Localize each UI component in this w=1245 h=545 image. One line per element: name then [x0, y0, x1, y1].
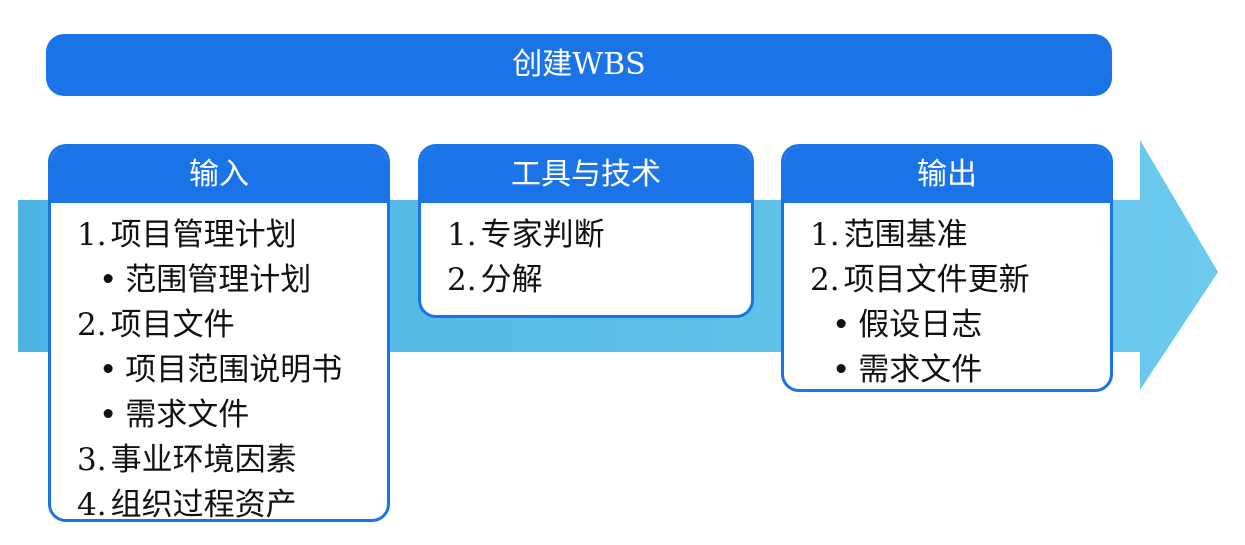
bullet-icon: • — [832, 307, 851, 343]
bullet-icon: • — [99, 397, 118, 433]
item-number: 2. — [77, 307, 107, 343]
process-title: 创建WBS — [46, 34, 1112, 96]
sub-item: •需求文件 — [810, 348, 1110, 389]
list-item: 4.组织过程资产 — [77, 483, 387, 522]
tools-header: 工具与技术 — [421, 147, 751, 203]
item-number: 1. — [447, 217, 477, 253]
sub-item-text: 需求文件 — [858, 352, 983, 388]
item-text: 分解 — [480, 262, 543, 298]
item-text: 项目文件更新 — [843, 262, 1030, 298]
sub-item: •范围管理计划 — [77, 258, 387, 303]
sub-item-text: 假设日志 — [858, 307, 983, 343]
item-number: 4. — [77, 487, 107, 522]
list-item: 2.项目文件 — [77, 303, 387, 348]
list-item: 1.范围基准 — [810, 213, 1110, 258]
sub-item-text: 范围管理计划 — [125, 262, 312, 298]
item-text: 范围基准 — [843, 217, 968, 253]
item-text: 事业环境因素 — [110, 442, 297, 478]
sub-item: •项目范围说明书 — [77, 348, 387, 393]
inputs-header: 输入 — [51, 147, 387, 203]
item-number: 2. — [447, 262, 477, 298]
list-item: 1.专家判断 — [447, 213, 751, 258]
bullet-icon: • — [832, 352, 851, 388]
bullet-icon: • — [99, 352, 118, 388]
item-text: 项目文件 — [110, 307, 235, 343]
sub-item: •需求文件 — [77, 393, 387, 438]
list-item: 2.项目文件更新 — [810, 258, 1110, 303]
list-item: 1.项目管理计划 — [77, 213, 387, 258]
item-number: 1. — [810, 217, 840, 253]
item-number: 3. — [77, 442, 107, 478]
outputs-header: 输出 — [784, 147, 1110, 203]
list-item: 3.事业环境因素 — [77, 438, 387, 483]
item-text: 专家判断 — [480, 217, 605, 253]
item-text: 项目管理计划 — [110, 217, 297, 253]
sub-item: •假设日志 — [810, 303, 1110, 348]
item-text: 组织过程资产 — [110, 487, 297, 522]
sub-item-text: 需求文件 — [125, 397, 250, 433]
list-item: 2.分解 — [447, 258, 751, 303]
item-number: 2. — [810, 262, 840, 298]
bullet-icon: • — [99, 262, 118, 298]
item-number: 1. — [77, 217, 107, 253]
sub-item-text: 项目范围说明书 — [125, 352, 343, 388]
